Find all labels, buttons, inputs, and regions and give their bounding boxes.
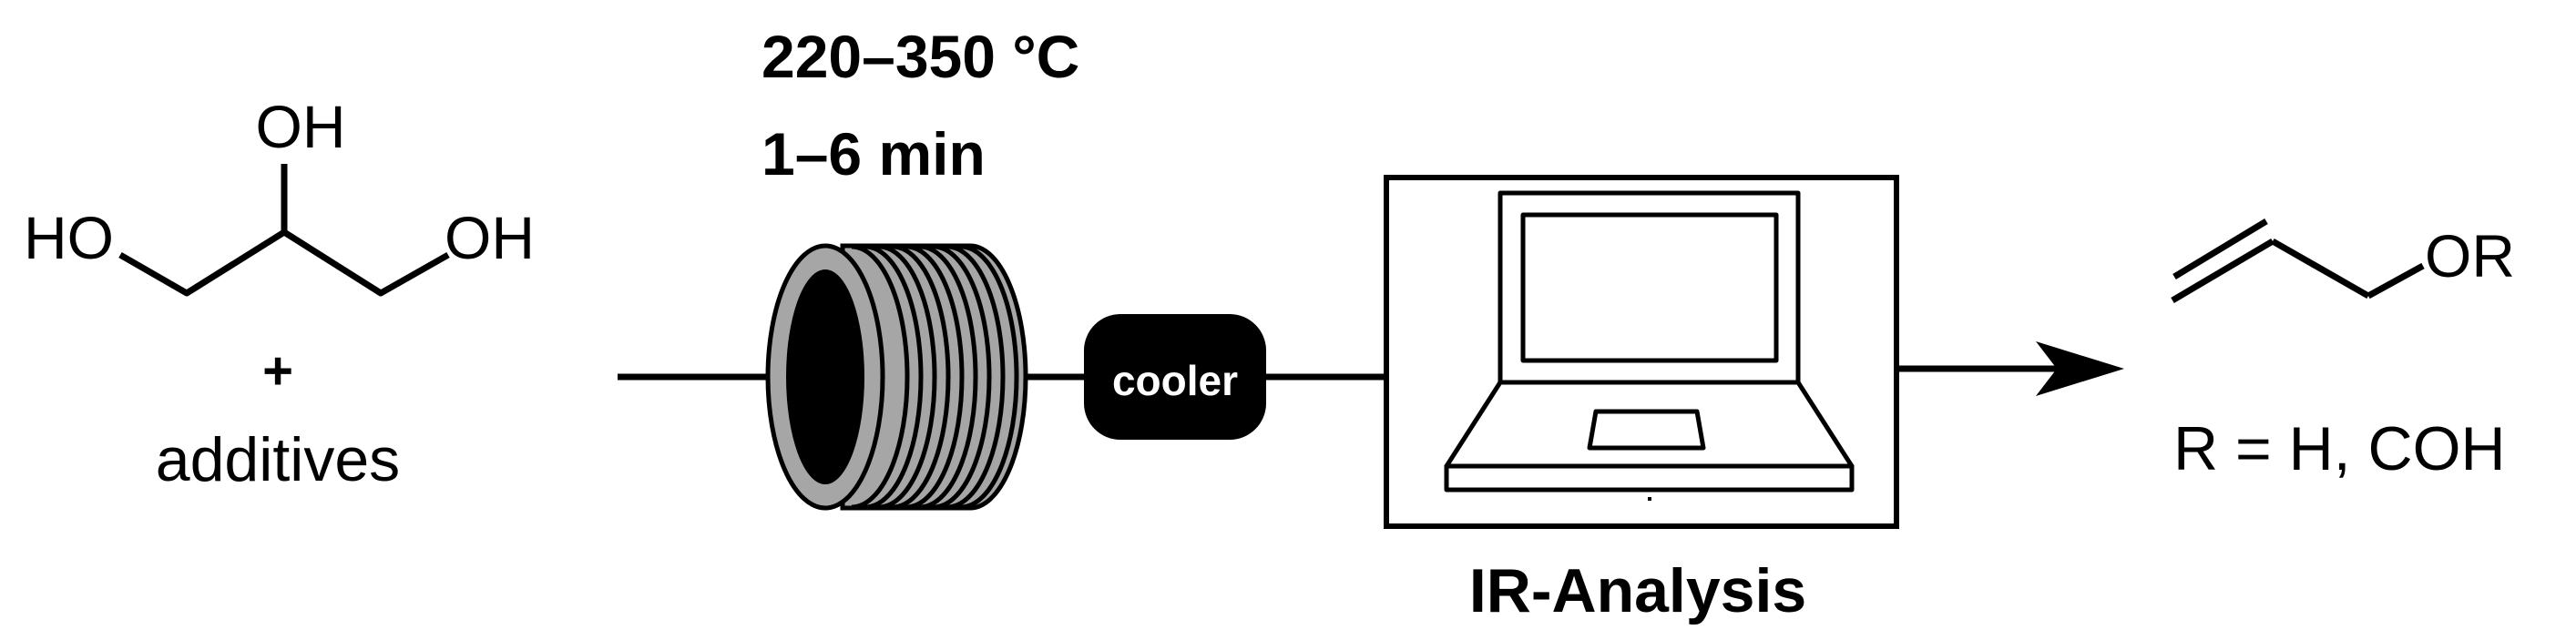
additives-label: additives	[156, 425, 400, 494]
reaction-arrow	[1896, 341, 2124, 396]
ho-left-label: HO	[24, 204, 114, 271]
arrow-head	[2036, 341, 2124, 396]
analysis-frame	[1384, 175, 1899, 529]
coil-reactor	[765, 243, 1028, 511]
temperature-label: 220–350 °C	[762, 23, 1079, 90]
plus-sign: +	[262, 341, 293, 401]
cooler-unit: cooler	[1084, 314, 1266, 440]
laptop-screen-inner	[1520, 212, 1779, 363]
product-bond-1	[2171, 238, 2274, 304]
r-definition-label: R = H, COH	[2173, 414, 2506, 483]
laptop-indicator-dot	[1648, 497, 1651, 501]
product-double-bond	[2172, 218, 2268, 279]
coil-windings	[851, 244, 1019, 510]
product-structure: OR	[2171, 218, 2515, 304]
ir-analysis-label: IR-Analysis	[1469, 556, 1806, 625]
time-label: 1–6 min	[762, 120, 986, 188]
product-bond-2	[2271, 238, 2370, 300]
glycerol-skeleton	[118, 229, 450, 297]
laptop-icon	[1444, 190, 1855, 493]
laptop-base-edge	[1444, 463, 1855, 493]
oh-top-label: OH	[256, 93, 346, 160]
oh-right-label: OH	[445, 204, 535, 271]
ir-analysis-station	[1384, 175, 1899, 529]
product-bond-3	[2366, 262, 2425, 300]
glycerol-structure: OH HO OH	[24, 93, 535, 297]
coil-front-hole	[786, 269, 864, 484]
or-label: OR	[2425, 222, 2515, 290]
cooler-label: cooler	[1112, 357, 1238, 404]
laptop-touchpad	[1587, 409, 1706, 451]
cooler-box	[1084, 314, 1266, 440]
